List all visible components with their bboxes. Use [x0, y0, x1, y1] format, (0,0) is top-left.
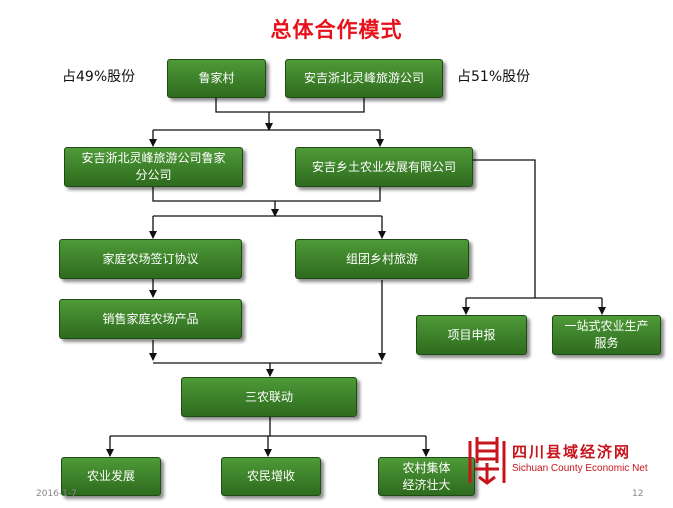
node-sannong-linkage: 三农联动 [181, 377, 357, 417]
node-sell-farm-products: 销售家庭农场产品 [59, 299, 242, 339]
slide-date: 2016-1-7 [36, 489, 77, 499]
share-left-label: 占49%股份 [62, 69, 136, 85]
page-title: 总体合作模式 [270, 18, 403, 42]
node-family-farm-contract: 家庭农场签订协议 [59, 239, 242, 279]
node-project-report: 项目申报 [416, 315, 527, 355]
logo-english-text: Sichuan County Economic Net [512, 463, 648, 474]
share-right-label: 占51%股份 [457, 69, 531, 85]
node-anji-agri-company: 安吉乡土农业发展有限公司 [295, 147, 473, 187]
logo-chinese-text: 四川县域经济网 [512, 443, 632, 461]
sichuan-logo-icon [468, 437, 506, 485]
node-anji-tourism-company: 安吉浙北灵峰旅游公司 [285, 59, 443, 98]
node-agri-development: 农业发展 [61, 457, 161, 496]
node-lujiacun: 鲁家村 [167, 59, 266, 98]
node-group-rural-tour: 组团乡村旅游 [295, 239, 469, 279]
node-anji-branch-company: 安吉浙北灵峰旅游公司鲁家分公司 [64, 147, 243, 187]
slide-page-number: 12 [632, 489, 644, 499]
node-farmer-income: 农民增收 [221, 457, 321, 496]
node-collective-economy: 农村集体经济壮大 [378, 457, 475, 496]
node-one-stop-service: 一站式农业生产服务 [552, 315, 661, 355]
